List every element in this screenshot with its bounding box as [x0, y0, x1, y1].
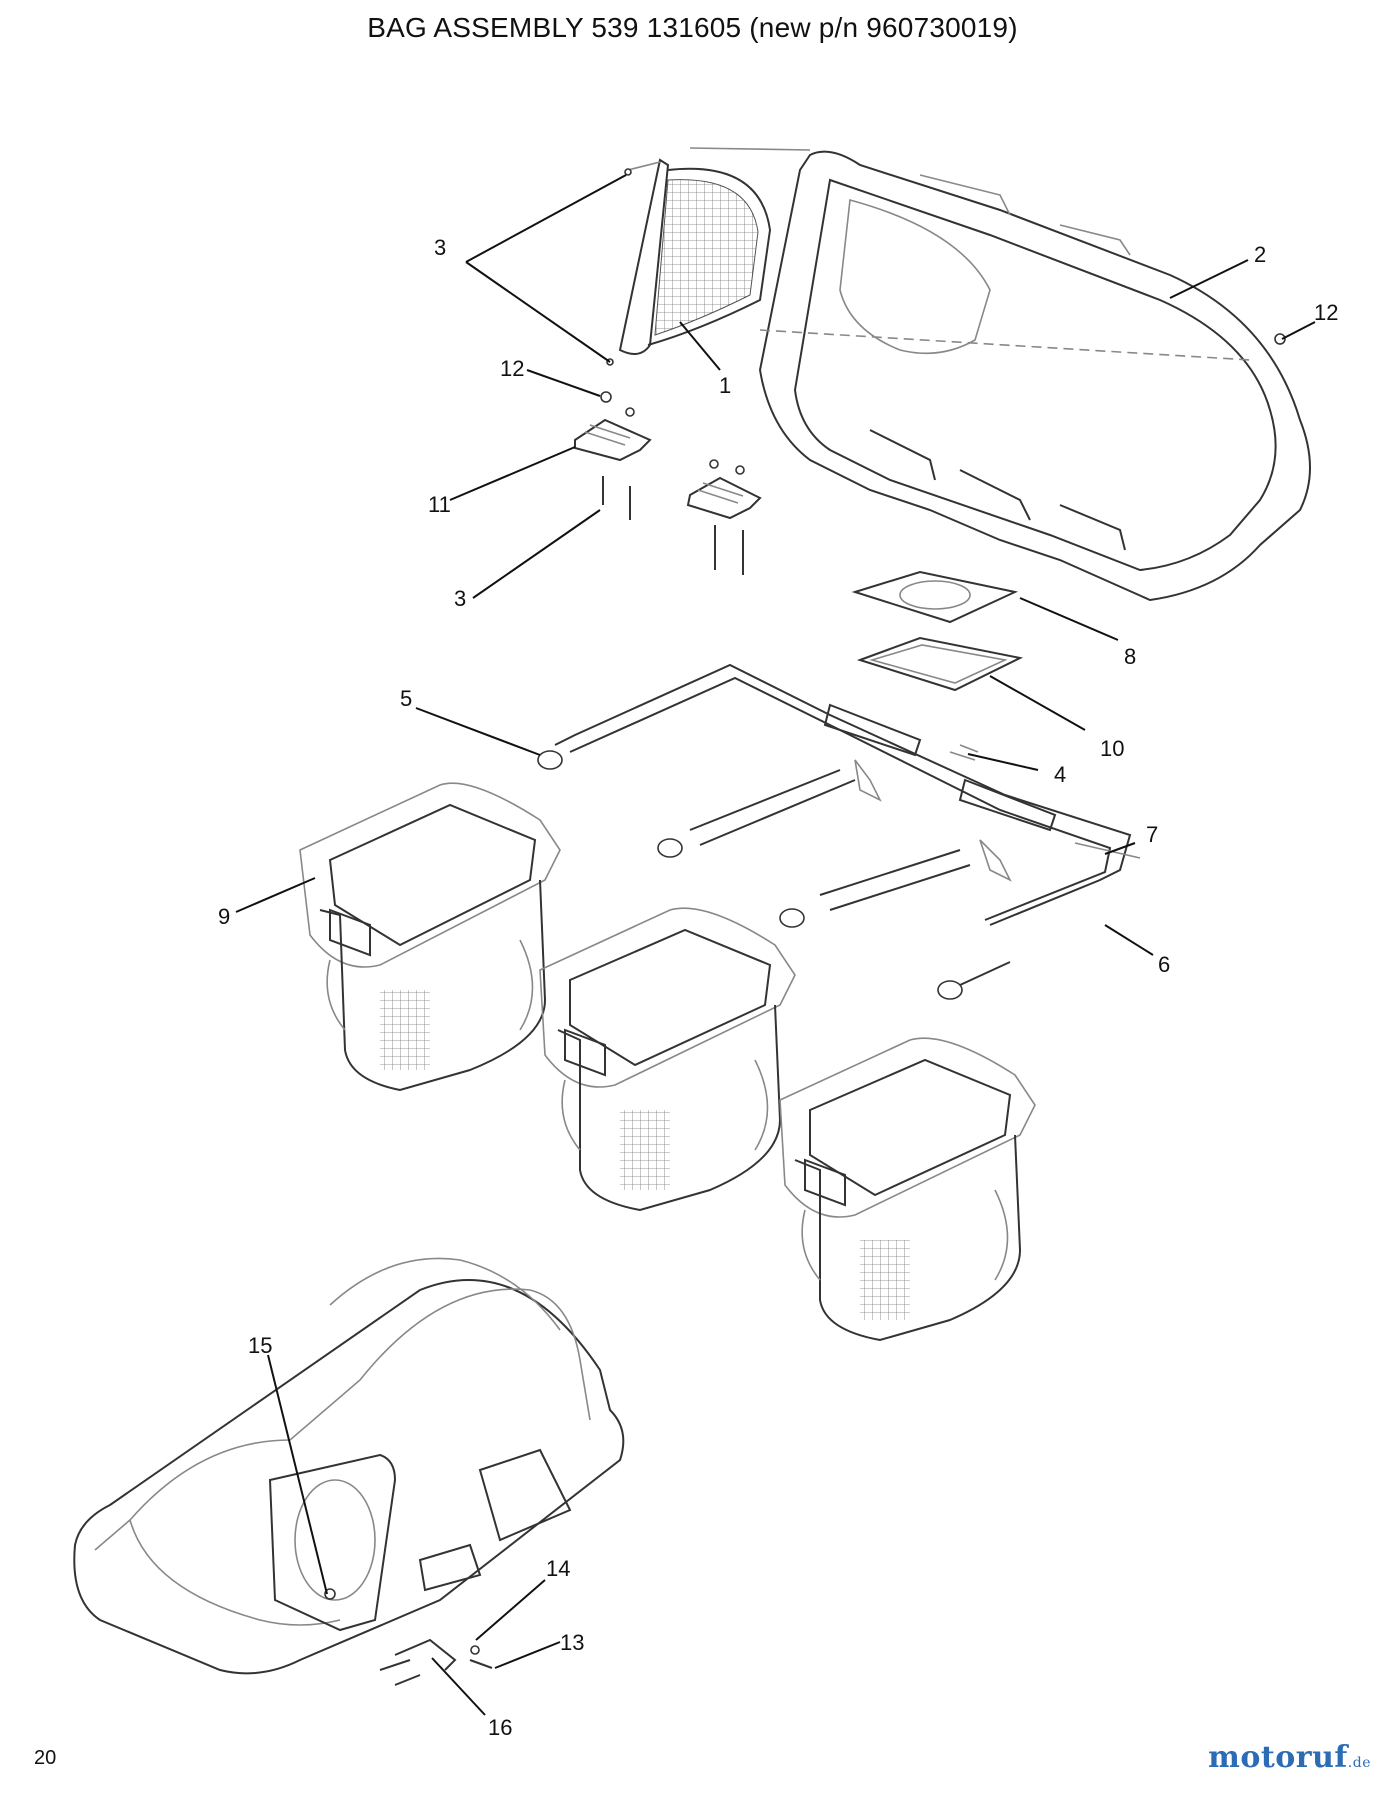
- callout-8: 8: [1124, 644, 1136, 669]
- callout-10: 10: [1100, 736, 1124, 761]
- callout-3: 3: [454, 586, 466, 611]
- part-bracket-right: [686, 459, 762, 575]
- part-seal-frame: [856, 636, 1024, 692]
- callout-14: 14: [546, 1556, 570, 1581]
- part-bag-basket-2: [539, 907, 796, 1212]
- callout-4: 4: [1054, 762, 1066, 787]
- callout-2: 2: [1254, 242, 1266, 267]
- part-bracket-left: [574, 391, 652, 520]
- watermark-logo: motoruf.de: [1208, 1740, 1371, 1775]
- callout-9: 9: [218, 904, 230, 929]
- diagram-title: BAG ASSEMBLY 539 131605 (new p/n 9607300…: [367, 12, 1018, 43]
- callout-15: 15: [248, 1333, 272, 1358]
- callout-3: 3: [434, 235, 446, 260]
- part-support-frame: [537, 663, 1141, 1000]
- part-bag-top-frame: [689, 147, 1311, 602]
- part-bag-basket-1: [299, 782, 561, 1092]
- callout-numbers: 1 2 3 12 12 11 3 8 5 10 4 7 9 6 15 14 13…: [218, 235, 1338, 1740]
- callout-12: 12: [500, 356, 524, 381]
- callout-16: 16: [488, 1715, 512, 1740]
- watermark-text: motoruf: [1208, 1740, 1348, 1775]
- page-number: 20: [34, 1747, 57, 1769]
- callout-13: 13: [560, 1630, 584, 1655]
- part-plate: [851, 570, 1019, 624]
- watermark-suffix: .de: [1347, 1755, 1371, 1771]
- leader-lines: [235, 174, 1316, 1716]
- callout-6: 6: [1158, 952, 1170, 977]
- callout-7: 7: [1146, 822, 1158, 847]
- part-screen: [606, 158, 772, 366]
- part-bag-cover-assembly: [73, 1257, 625, 1686]
- callout-12: 12: [1314, 300, 1338, 325]
- part-bag-basket-3: [779, 1037, 1036, 1342]
- callout-1: 1: [719, 373, 731, 398]
- callout-11: 11: [428, 492, 451, 517]
- callout-5: 5: [400, 686, 412, 711]
